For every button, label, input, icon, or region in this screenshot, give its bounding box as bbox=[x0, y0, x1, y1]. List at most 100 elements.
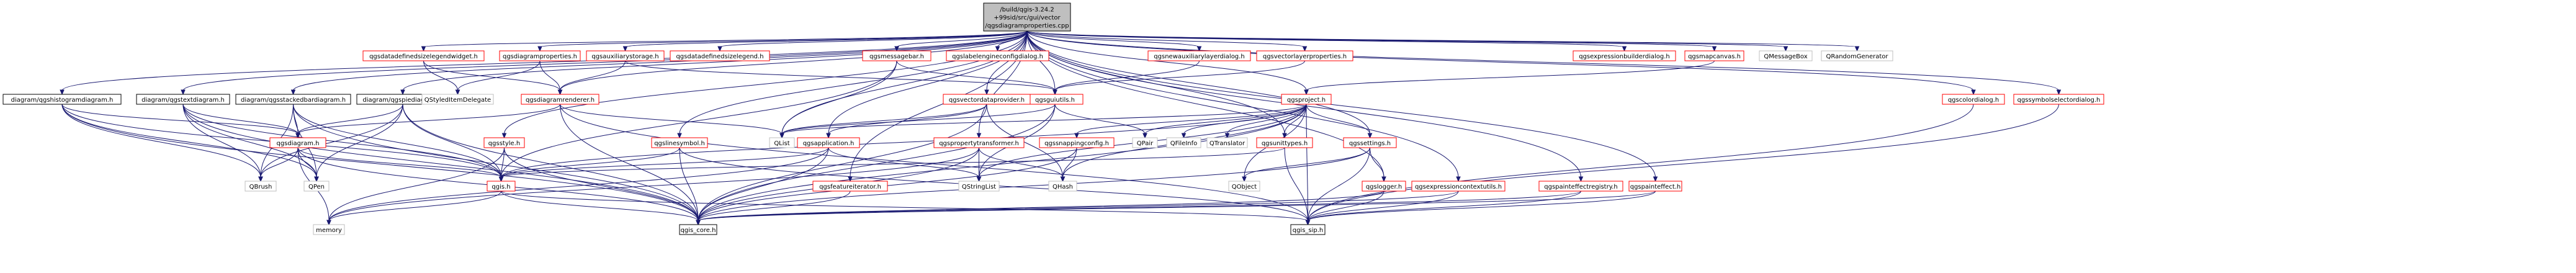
edge-arrowhead bbox=[1622, 46, 1627, 52]
node-colord[interactable]: qgscolordialog.h bbox=[1942, 94, 2005, 105]
node-label: diagram/qgstextdiagram.h bbox=[141, 97, 225, 104]
node-box bbox=[303, 181, 330, 192]
node-vlprop[interactable]: qgsvectorlayerproperties.h bbox=[1256, 50, 1353, 61]
node-box bbox=[1147, 50, 1251, 61]
node-sip[interactable]: qgis_sip.h bbox=[1290, 224, 1326, 235]
node-label: QTranslator bbox=[1209, 140, 1245, 147]
edge-arrowhead bbox=[1783, 46, 1788, 52]
node-box bbox=[862, 50, 931, 61]
edge-arrowhead bbox=[537, 46, 542, 52]
node-mapc[interactable]: qgsmapcanvas.h bbox=[1684, 50, 1744, 61]
node-label: QFileInfo bbox=[1170, 140, 1198, 147]
edge-arrowhead bbox=[1074, 133, 1079, 139]
node-qgis[interactable]: qgis.h bbox=[487, 181, 516, 192]
node-box bbox=[421, 94, 494, 105]
dependency-edge bbox=[896, 30, 1028, 48]
node-stack[interactable]: diagram/qgsstackedbardiagram.h bbox=[235, 94, 351, 105]
node-box bbox=[1343, 137, 1397, 148]
dependency-edge bbox=[1026, 30, 1656, 178]
node-root[interactable]: /build/qgis-3.24.2+99sid/src/gui/vector/… bbox=[983, 2, 1071, 32]
dependency-edge bbox=[297, 104, 403, 135]
node-snapc[interactable]: qgssnappingconfig.h bbox=[1039, 137, 1115, 148]
node-ptrans[interactable]: qgspropertytransformer.h bbox=[933, 137, 1025, 148]
node-ddlw[interactable]: qgsdatadefinedsizelegendwidget.h bbox=[362, 50, 485, 61]
node-box bbox=[235, 94, 351, 105]
dependency-edge bbox=[1306, 104, 1370, 135]
dependency-edge bbox=[1306, 104, 1308, 222]
edge-arrowhead bbox=[1578, 176, 1584, 182]
node-core[interactable]: qgis_core.h bbox=[679, 224, 717, 235]
edge-arrowhead bbox=[1304, 89, 1309, 96]
dependency-edge bbox=[828, 104, 987, 135]
node-box bbox=[487, 181, 516, 192]
edge-arrowhead bbox=[1302, 46, 1308, 52]
node-label: qgsauxiliarystorage.h bbox=[591, 53, 658, 60]
node-box bbox=[797, 137, 860, 148]
node-box bbox=[1573, 50, 1676, 61]
dependency-edge bbox=[328, 147, 979, 222]
node-label: qgslabelengineconfigdialog.h bbox=[952, 53, 1043, 60]
edge-arrowhead bbox=[1052, 89, 1057, 96]
node-peffreg[interactable]: qgspainteffectregistry.h bbox=[1538, 181, 1623, 192]
graph-nodes: /build/qgis-3.24.2+99sid/src/gui/vector/… bbox=[2, 2, 2104, 235]
node-qlist: QList bbox=[769, 137, 795, 148]
node-textd[interactable]: diagram/qgstextdiagram.h bbox=[136, 94, 230, 105]
node-label: QPair bbox=[1137, 140, 1154, 147]
node-peff[interactable]: qgspainteffect.h bbox=[1628, 181, 1682, 192]
node-app[interactable]: qgsapplication.h bbox=[797, 137, 860, 148]
dependency-edge bbox=[1308, 104, 1974, 222]
node-box bbox=[1684, 50, 1744, 61]
node-qstyle[interactable]: qgsstyle.h bbox=[483, 137, 525, 148]
dependency-edge bbox=[625, 60, 1056, 91]
node-guiut[interactable]: qgsguiutils.h bbox=[1026, 94, 1084, 105]
node-msgbar[interactable]: qgsmessagebar.h bbox=[862, 50, 931, 61]
node-diag[interactable]: qgsdiagram.h bbox=[269, 137, 326, 148]
node-drend[interactable]: qgsdiagramrenderer.h bbox=[521, 94, 599, 105]
node-label: qgsfeatureiterator.h bbox=[819, 184, 881, 190]
node-featit[interactable]: qgsfeatureiterator.h bbox=[812, 181, 888, 192]
dependency-edge bbox=[501, 147, 1285, 178]
node-dprop[interactable]: qgsdiagramproperties.h bbox=[499, 50, 581, 61]
node-sett[interactable]: qgssettings.h bbox=[1343, 137, 1397, 148]
node-symsel[interactable]: qgssymbolselectordialog.h bbox=[2013, 94, 2104, 105]
node-logger[interactable]: qgslogger.h bbox=[1362, 181, 1406, 192]
dependency-edge bbox=[1054, 60, 1200, 91]
node-box bbox=[2013, 94, 2104, 105]
dependency-edge bbox=[679, 147, 699, 222]
node-label: qgssnappingconfig.h bbox=[1044, 140, 1109, 147]
edge-arrowhead bbox=[976, 133, 982, 139]
node-label: qgspainteffectregistry.h bbox=[1544, 184, 1617, 190]
node-ddsl[interactable]: qgsdatadefinedsizelegend.h bbox=[670, 50, 770, 61]
dependency-edge bbox=[182, 104, 501, 178]
edge-arrowhead bbox=[848, 176, 853, 182]
node-newaux[interactable]: qgsnewauxiliarylayerdialog.h bbox=[1147, 50, 1251, 61]
node-box bbox=[245, 181, 277, 192]
dependency-edge bbox=[560, 104, 1308, 222]
edge-arrowhead bbox=[181, 89, 186, 96]
node-box bbox=[769, 137, 795, 148]
node-hist[interactable]: diagram/qgshistogramdiagram.h bbox=[2, 94, 122, 105]
dependency-edge bbox=[182, 104, 317, 178]
node-auxst[interactable]: qgsauxiliarystorage.h bbox=[586, 50, 665, 61]
node-label: qgssymbolselectordialog.h bbox=[2017, 97, 2101, 104]
node-label: qgsvectorlayerproperties.h bbox=[1263, 53, 1347, 60]
node-exctx[interactable]: qgsexpressioncontextutils.h bbox=[1411, 181, 1506, 192]
node-box bbox=[1039, 137, 1115, 148]
node-exprb[interactable]: qgsexpressionbuilderdialog.h bbox=[1573, 50, 1676, 61]
node-lecfg[interactable]: qgslabelengineconfigdialog.h bbox=[946, 50, 1049, 61]
node-box bbox=[1538, 181, 1623, 192]
edge-arrowhead bbox=[557, 89, 563, 96]
node-proj[interactable]: qgsproject.h bbox=[1281, 94, 1332, 105]
dependency-edge bbox=[698, 190, 1384, 222]
dependency-edge bbox=[1284, 147, 1308, 222]
dependency-edge bbox=[781, 30, 1028, 135]
node-vdp[interactable]: qgsvectordataprovider.h bbox=[943, 94, 1031, 105]
edge-arrowhead bbox=[295, 133, 300, 139]
dependency-edge bbox=[986, 104, 1063, 178]
dependency-edge bbox=[1308, 190, 1459, 222]
node-units[interactable]: qgsunittypes.h bbox=[1256, 137, 1313, 148]
node-label: QStringList bbox=[962, 184, 996, 190]
dependency-edge bbox=[698, 104, 987, 222]
node-linesym[interactable]: qgslinesymbol.h bbox=[651, 137, 708, 148]
